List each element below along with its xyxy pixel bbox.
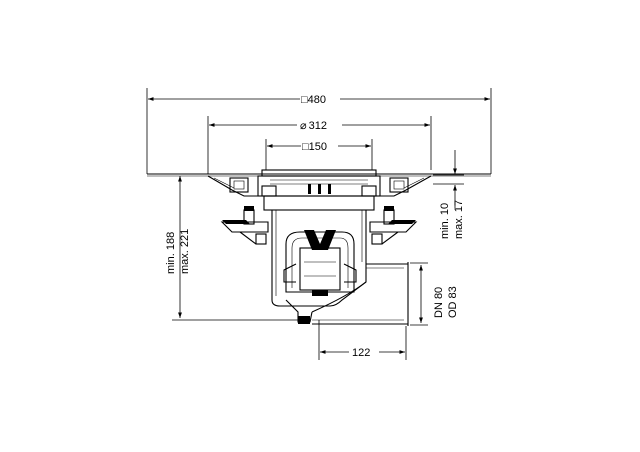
pipe-dn-label: DN 80 [433, 287, 445, 318]
dimension-overall-width: □480 [146, 88, 492, 174]
dimension-inner-diameter: ⌀312 [207, 116, 432, 174]
height-max-label: max. 221 [179, 229, 191, 274]
svg-text:□480: □480 [301, 94, 326, 106]
svg-text:□150: □150 [302, 141, 327, 153]
svg-text:⌀312: ⌀312 [300, 120, 327, 132]
dimension-total-height: min. 188 max. 221 [165, 173, 304, 321]
height-min-label: min. 188 [165, 232, 177, 274]
outlet-pipe [311, 262, 409, 326]
dimension-flange-thickness: min. 10 max. 17 [433, 150, 465, 239]
pipe-od-label: OD 83 [447, 286, 459, 318]
overall-width-label: 480 [308, 94, 326, 106]
clamping-ring [220, 206, 418, 245]
flange-max-label: max. 17 [453, 200, 465, 239]
diameter-symbol: ⌀ [300, 120, 307, 132]
dimension-outlet-offset: 122 [318, 320, 407, 360]
dimension-grate-width: □150 [265, 139, 373, 170]
outlet-offset-label: 122 [352, 347, 370, 359]
top-flange [207, 175, 432, 197]
inner-diameter-label: 312 [309, 120, 327, 132]
dimension-outlet-pipe: DN 80 OD 83 [410, 262, 459, 326]
flange-min-label: min. 10 [439, 203, 451, 239]
grate-width-label: 150 [309, 141, 327, 153]
square-symbol-2: □ [302, 141, 309, 153]
square-symbol: □ [301, 94, 308, 106]
drain-body [263, 195, 375, 324]
